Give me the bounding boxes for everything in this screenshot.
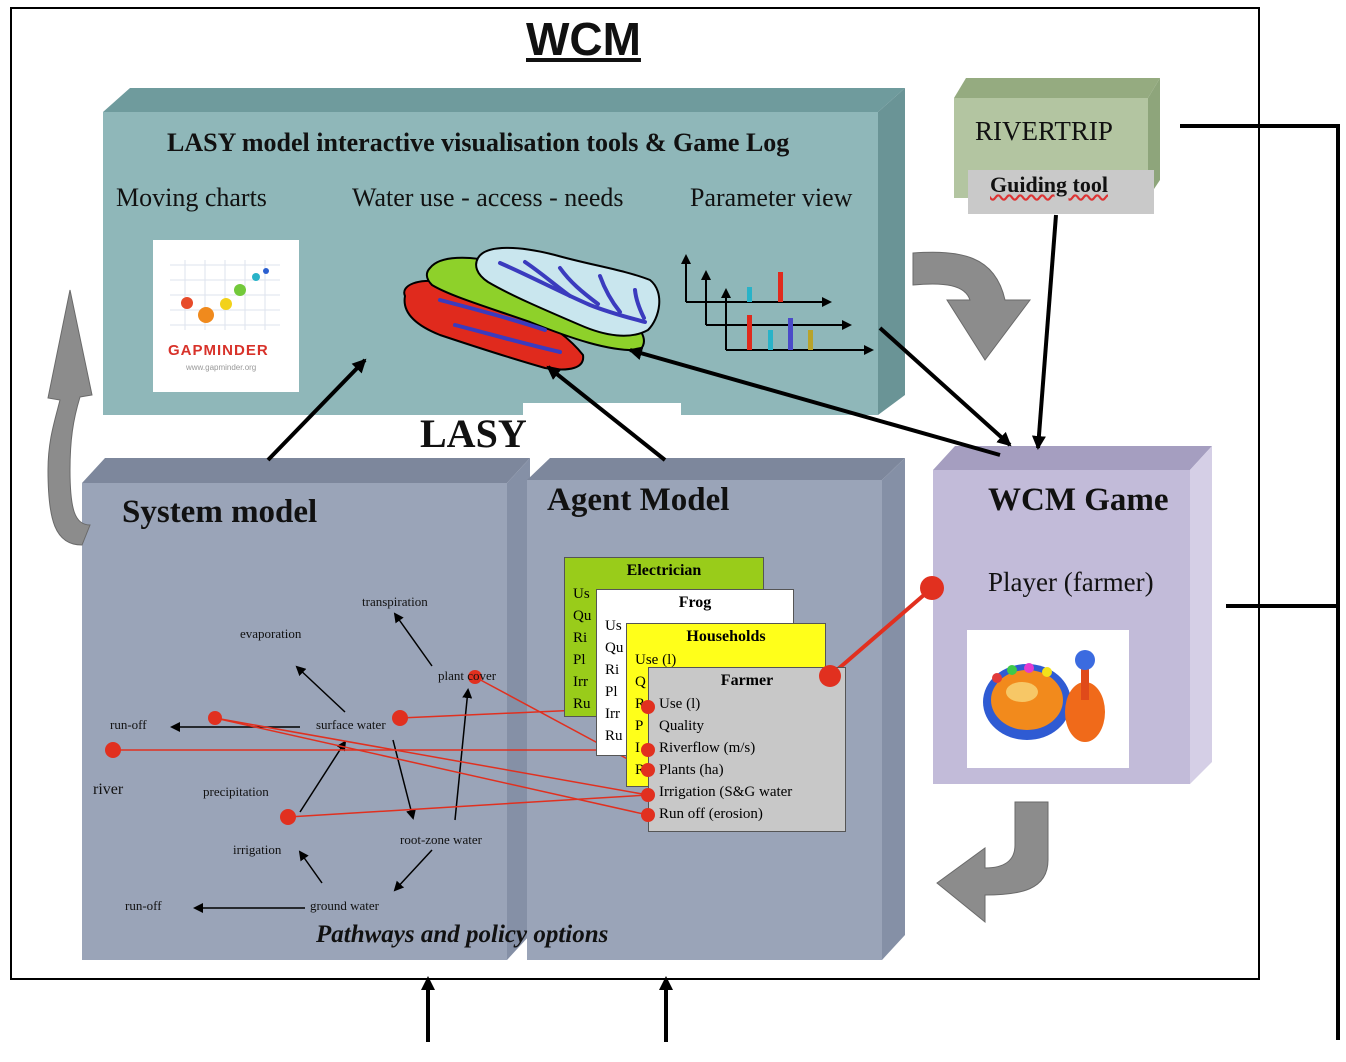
moving-charts-label: Moving charts xyxy=(116,183,267,212)
rivertrip-box xyxy=(954,78,1160,214)
system-model-edges xyxy=(170,612,473,913)
node-root-zone-water: root-zone water xyxy=(400,832,482,847)
lasy-partial-label: LASY xyxy=(420,411,527,456)
card-farmer-title: Farmer xyxy=(720,672,774,689)
agent-model-title: Agent Model xyxy=(547,482,730,518)
node-ground-water: ground water xyxy=(310,898,379,913)
parameter-view-label: Parameter view xyxy=(690,183,853,212)
player-farmer-label: Player (farmer) xyxy=(988,567,1154,597)
farmer-player-link xyxy=(828,586,934,678)
card-frog-title: Frog xyxy=(678,594,712,611)
pathways-caption: Pathways and policy options xyxy=(316,921,609,948)
flow-arrows xyxy=(266,214,1058,1042)
link-nodes xyxy=(105,576,944,825)
wcm-game-title: WCM Game xyxy=(988,482,1169,518)
water-use-label: Water use - access - needs xyxy=(352,183,624,212)
page-title: WCM xyxy=(526,13,641,65)
water-map-image xyxy=(403,246,661,371)
node-evaporation: evaporation xyxy=(240,626,302,641)
parameter-view-bars xyxy=(747,272,813,350)
rivertrip-label: RIVERTRIP xyxy=(975,116,1113,146)
node-precipitation: precipitation xyxy=(203,784,269,799)
system-model-box xyxy=(82,458,530,960)
system-model-title: System model xyxy=(122,494,318,530)
game-controller-image xyxy=(967,630,1129,768)
gapminder-chart-image xyxy=(153,240,299,392)
card-electrician-title: Electrician xyxy=(626,562,702,579)
gapminder-logo-text: GAPMINDER xyxy=(168,342,269,359)
guiding-tool-label: Guiding tool xyxy=(990,172,1108,197)
node-river: river xyxy=(93,781,124,798)
grey-cycle-arrow-right-bottom xyxy=(936,801,1049,924)
external-feedback-bracket xyxy=(1180,124,1340,1040)
lasy-box-title: LASY model interactive visualisation too… xyxy=(167,128,790,157)
node-irrigation: irrigation xyxy=(233,842,282,857)
node-plant-cover: plant cover xyxy=(438,668,497,683)
node-transpiration: transpiration xyxy=(362,594,428,609)
gapminder-url: www.gapminder.org xyxy=(186,363,257,372)
node-runoff-top: run-off xyxy=(110,717,147,732)
grey-cycle-arrow-left xyxy=(47,289,93,546)
card-farmer: Farmer Use (l) Quality Riverflow (m/s) P… xyxy=(648,667,846,832)
grey-cycle-arrow-right-top xyxy=(912,251,1031,361)
node-runoff-bottom: run-off xyxy=(125,898,162,913)
node-surface-water: surface water xyxy=(316,717,386,732)
card-households-title: Households xyxy=(686,628,766,645)
